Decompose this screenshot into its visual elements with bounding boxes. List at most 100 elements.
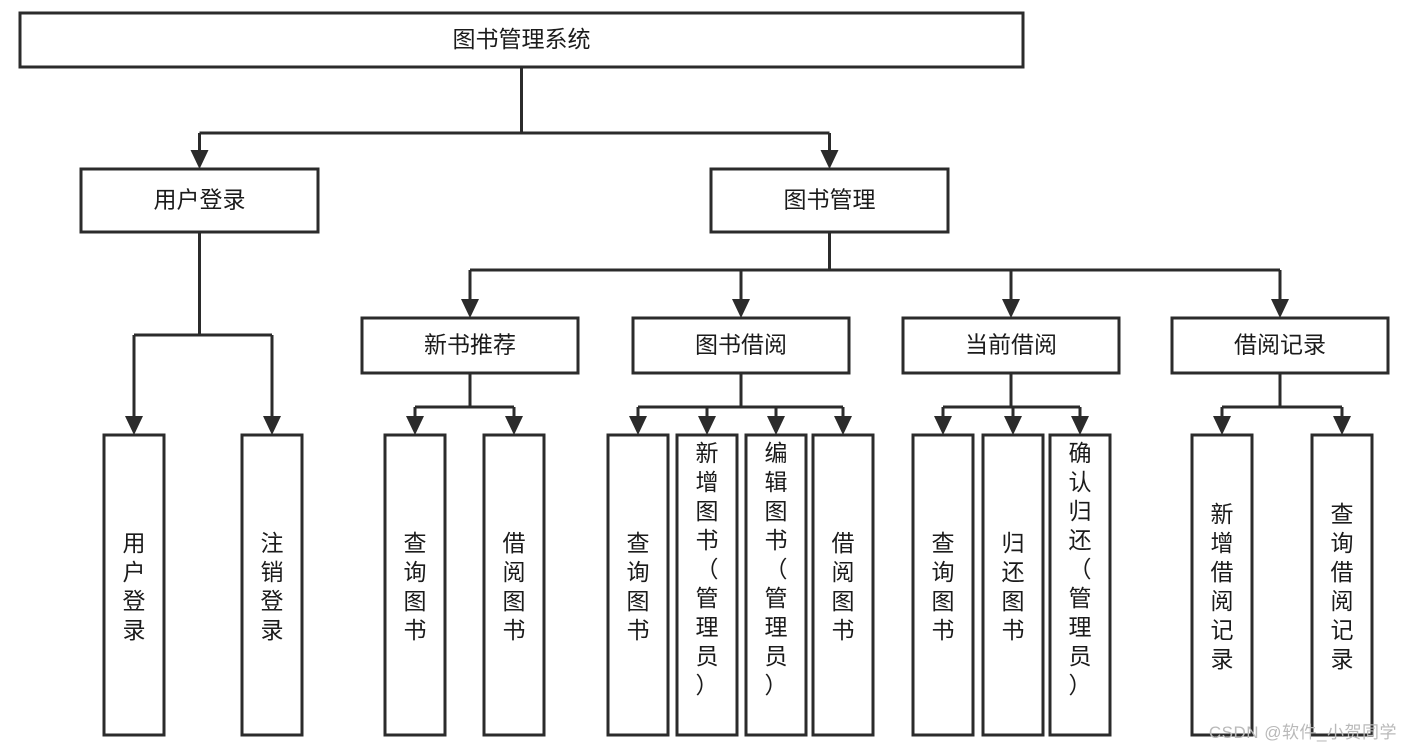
- node-label-char: 查: [627, 530, 650, 556]
- node-label-char: 销: [261, 559, 284, 585]
- node-label-char: （: [765, 556, 788, 582]
- watermark-label: CSDN @软件_小贺同学: [1208, 723, 1397, 742]
- node-level3-新书推荐[interactable]: 新书推荐: [360, 316, 580, 375]
- node-label-char: 查: [404, 530, 427, 556]
- node-label-char: （: [1069, 556, 1092, 582]
- node-label-char: 新: [696, 440, 719, 466]
- node-label-char: 图: [1002, 588, 1025, 614]
- node-label-char: 借: [503, 530, 526, 556]
- node-label-char: 书: [404, 617, 427, 643]
- node-label-char: 增: [1211, 530, 1234, 556]
- node-level3-当前借阅[interactable]: 当前借阅: [901, 316, 1121, 375]
- node-label: 新书推荐: [424, 332, 516, 358]
- node-label: 借阅记录: [1234, 332, 1326, 358]
- node-label-char: 书: [503, 617, 526, 643]
- node-label-char: 员: [696, 643, 719, 669]
- node-label-char: ）: [696, 672, 719, 698]
- node-label-char: 借: [1211, 559, 1234, 585]
- node-label-char: 理: [765, 614, 788, 640]
- node-label-char: 新: [1211, 501, 1234, 527]
- node-label-char: 还: [1069, 527, 1092, 553]
- node-label-char: 阅: [832, 559, 855, 585]
- node-label-char: ）: [1069, 672, 1092, 698]
- node-label-char: 图: [627, 588, 650, 614]
- node-label-char: 归: [1069, 498, 1092, 524]
- node-label-char: 查: [932, 530, 955, 556]
- node-label-char: 编: [765, 440, 788, 466]
- node-label-char: 还: [1002, 559, 1025, 585]
- node-label-char: 录: [1331, 646, 1354, 672]
- node-label-char: 管: [765, 585, 788, 611]
- node-label-char: 书: [1002, 617, 1025, 643]
- node-label-char: 图: [765, 498, 788, 524]
- node-label-char: 归: [1002, 530, 1025, 556]
- node-label-char: 借: [1331, 559, 1354, 585]
- node-label-char: 理: [1069, 614, 1092, 640]
- node-label-char: 书: [696, 527, 719, 553]
- node-label-char: 询: [627, 559, 650, 585]
- node-label-char: 管: [1069, 585, 1092, 611]
- node-label-char: 阅: [1331, 588, 1354, 614]
- node-label-char: 增: [696, 469, 719, 495]
- node-label-char: 阅: [503, 559, 526, 585]
- node-label: 图书借阅: [695, 332, 787, 358]
- node-label-char: 图: [696, 498, 719, 524]
- node-label-char: 询: [932, 559, 955, 585]
- node-label-char: 图: [832, 588, 855, 614]
- node-label-char: 理: [696, 614, 719, 640]
- node-level3-借阅记录[interactable]: 借阅记录: [1170, 316, 1390, 375]
- node-label-char: 确: [1069, 440, 1092, 466]
- node-label-char: 借: [832, 530, 855, 556]
- node-label-char: 查: [1331, 501, 1354, 527]
- node-label-char: （: [696, 556, 719, 582]
- node-label-char: 书: [765, 527, 788, 553]
- node-label-char: 员: [765, 643, 788, 669]
- node-root-图书管理系统[interactable]: 图书管理系统: [18, 11, 1025, 69]
- node-label-char: 户: [123, 559, 146, 585]
- node-label-char: 询: [404, 559, 427, 585]
- node-label-char: 书: [832, 617, 855, 643]
- node-label-char: 记: [1331, 617, 1354, 643]
- node-label: 用户登录: [154, 187, 246, 213]
- node-label-char: 录: [1211, 646, 1234, 672]
- node-level2-用户登录[interactable]: 用户登录: [79, 167, 320, 234]
- node-label-char: 录: [123, 617, 146, 643]
- node-label-char: 管: [696, 585, 719, 611]
- node-label-char: 认: [1069, 469, 1092, 495]
- node-label-char: 用: [123, 530, 146, 556]
- node-label-char: 注: [261, 530, 284, 556]
- node-label-char: 书: [932, 617, 955, 643]
- node-level2-图书管理[interactable]: 图书管理: [709, 167, 950, 234]
- node-label: 图书管理系统: [453, 26, 591, 52]
- node-label-char: 登: [123, 588, 146, 614]
- node-label-char: ）: [765, 672, 788, 698]
- node-label-char: 员: [1069, 643, 1092, 669]
- node-label-char: 图: [404, 588, 427, 614]
- node-label: 当前借阅: [965, 332, 1057, 358]
- node-label-char: 书: [627, 617, 650, 643]
- node-label-char: 图: [503, 588, 526, 614]
- node-label-char: 录: [261, 617, 284, 643]
- node-label-char: 辑: [765, 469, 788, 495]
- node-level3-图书借阅[interactable]: 图书借阅: [631, 316, 851, 375]
- node-label: 图书管理: [784, 187, 876, 213]
- node-label-char: 询: [1331, 530, 1354, 556]
- node-label-char: 记: [1211, 617, 1234, 643]
- node-label-char: 阅: [1211, 588, 1234, 614]
- node-leaf-用户登录[interactable]: 用户登录: [102, 433, 166, 737]
- node-label-char: 图: [932, 588, 955, 614]
